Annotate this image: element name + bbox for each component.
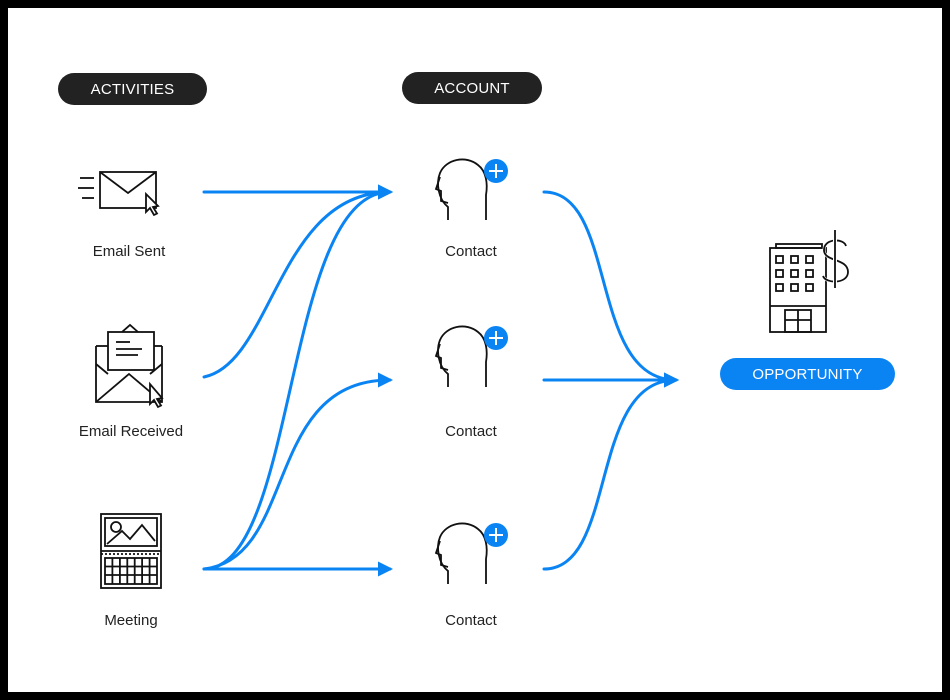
email-sent-icon bbox=[76, 166, 166, 223]
account-header: ACCOUNT bbox=[402, 72, 542, 104]
email-received-icon bbox=[92, 322, 172, 415]
contact-label-1: Contact bbox=[445, 243, 497, 260]
building-dollar-icon bbox=[762, 222, 854, 339]
connector-contact-3-to-opportunity bbox=[542, 372, 679, 571]
meeting-calendar-icon bbox=[98, 511, 164, 596]
contact-add-icon bbox=[432, 517, 512, 592]
opportunity-header: OPPORTUNITY bbox=[720, 358, 895, 390]
connector-meeting-to-contact-1 bbox=[202, 184, 393, 571]
contact-label-3: Contact bbox=[445, 612, 497, 629]
contact-label-2: Contact bbox=[445, 423, 497, 440]
contact-add-icon bbox=[432, 153, 512, 228]
connector-email-received-to-contact-1 bbox=[202, 184, 393, 379]
diagram-canvas: ACTIVITIES ACCOUNT OPPORTUNITY Email Sen… bbox=[8, 8, 942, 692]
contact-add-icon bbox=[432, 320, 512, 395]
activity-label-email-received: Email Received bbox=[78, 423, 184, 440]
activities-header: ACTIVITIES bbox=[58, 73, 207, 105]
connector-meeting-to-contact-2 bbox=[202, 372, 393, 571]
flow-connectors bbox=[202, 184, 679, 577]
connector-contact-1-to-opportunity bbox=[542, 190, 679, 388]
activity-label-email-sent: Email Sent bbox=[92, 243, 166, 260]
activity-label-meeting: Meeting bbox=[104, 612, 158, 629]
